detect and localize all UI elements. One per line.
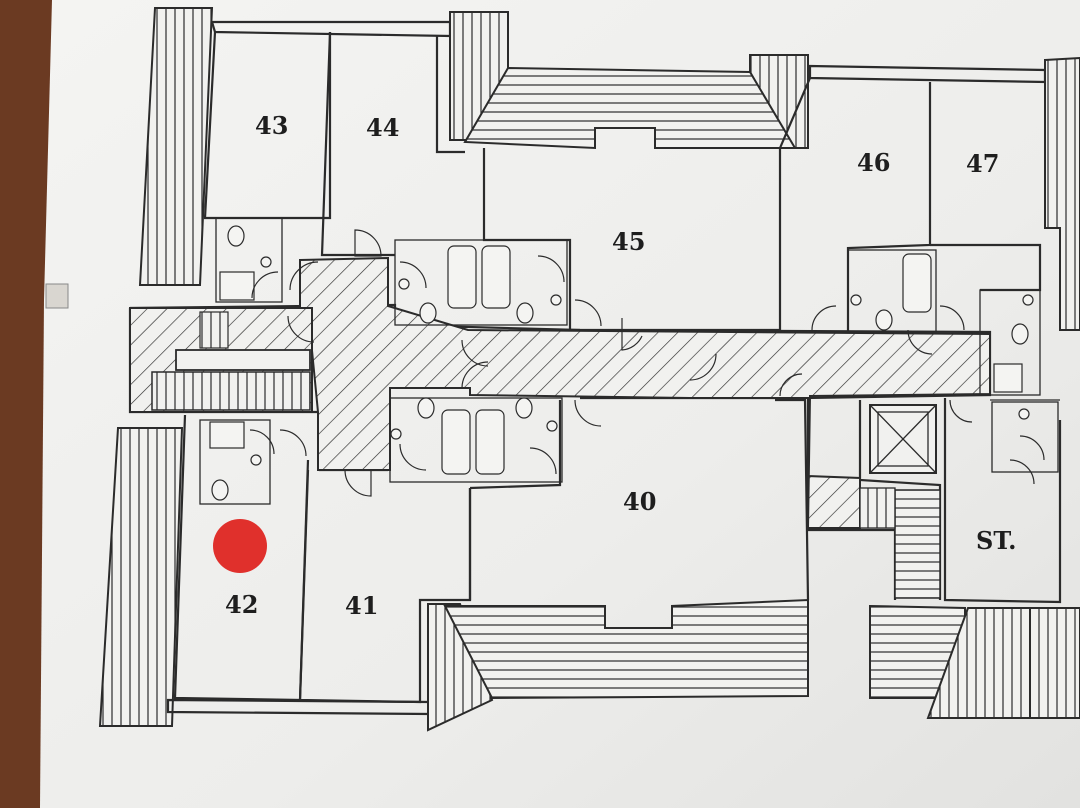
room-label-41: 41	[345, 591, 378, 620]
room-label-42: 42	[225, 590, 258, 619]
room-label-44: 44	[366, 113, 399, 142]
room-label-47: 47	[966, 149, 999, 178]
red-location-marker	[213, 519, 267, 573]
room-label-st: ST.	[976, 526, 1016, 555]
room-label-45: 45	[612, 227, 645, 256]
room-label-40: 40	[623, 487, 656, 516]
clip-tab	[45, 283, 69, 309]
room-label-43: 43	[255, 111, 288, 140]
bathroom-fixtures	[199, 217, 1059, 505]
corridor-hatching	[129, 256, 991, 529]
door-swings	[249, 229, 1045, 497]
room-labels: 43 44 45 46 47 40 41 42 ST.	[225, 111, 1016, 620]
stair-elevator	[859, 404, 941, 599]
outer-walls	[98, 7, 1080, 732]
room-label-46: 46	[857, 148, 890, 177]
